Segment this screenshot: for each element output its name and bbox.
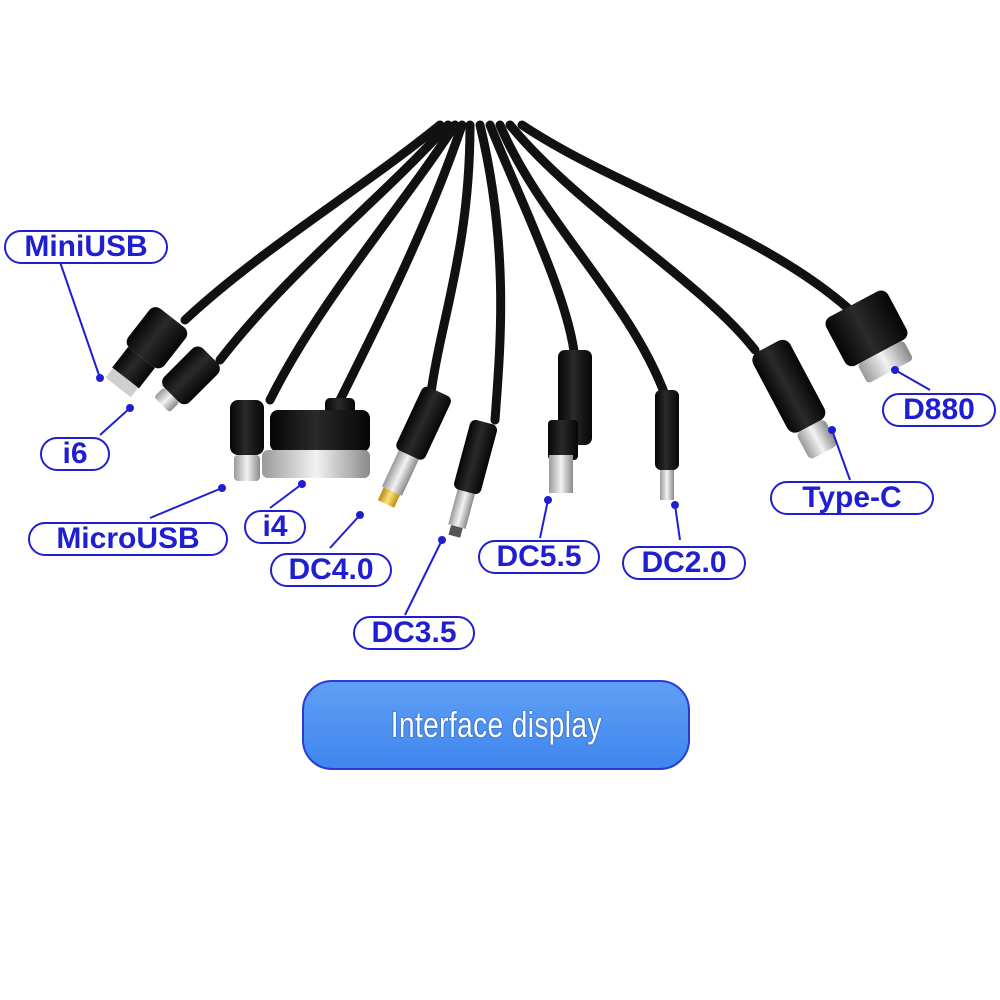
plug-dc40 [377, 386, 451, 508]
plug-microusb [230, 400, 264, 481]
cable-dc55 [485, 120, 580, 365]
label-dc40: DC4.0 [270, 553, 392, 587]
cable-dc40 [425, 120, 475, 405]
interface-display-banner: Interface display [302, 680, 690, 770]
cable-microusb [265, 120, 460, 405]
label-dc20: DC2.0 [622, 546, 746, 580]
label-dc35: DC3.5 [353, 616, 475, 650]
plug-dc20 [655, 390, 679, 500]
cable-bundle [180, 120, 855, 425]
plug-i4 [262, 398, 370, 478]
plug-typec [752, 339, 837, 459]
cable-i4 [335, 120, 467, 405]
cable-i6 [215, 120, 453, 365]
label-miniusb: MiniUSB [4, 230, 168, 264]
label-dc55: DC5.5 [478, 540, 600, 574]
plug-d880 [825, 290, 913, 383]
cable-d880 [517, 120, 855, 315]
cable-dc35 [475, 120, 506, 425]
cable-typec [505, 120, 760, 355]
label-d880: D880 [882, 393, 996, 427]
label-i4: i4 [244, 510, 306, 544]
plug-miniusb [105, 307, 188, 398]
cable-dc20 [495, 120, 670, 400]
plug-i6 [155, 346, 220, 412]
leader-lines [59, 261, 931, 616]
cable-miniusb [180, 120, 445, 325]
label-microusb: MicroUSB [28, 522, 228, 556]
banner-text: Interface display [390, 704, 602, 745]
label-i6: i6 [40, 437, 110, 471]
label-typec: Type-C [770, 481, 934, 515]
plug-dc55 [548, 350, 592, 493]
plug-dc35 [448, 419, 498, 538]
